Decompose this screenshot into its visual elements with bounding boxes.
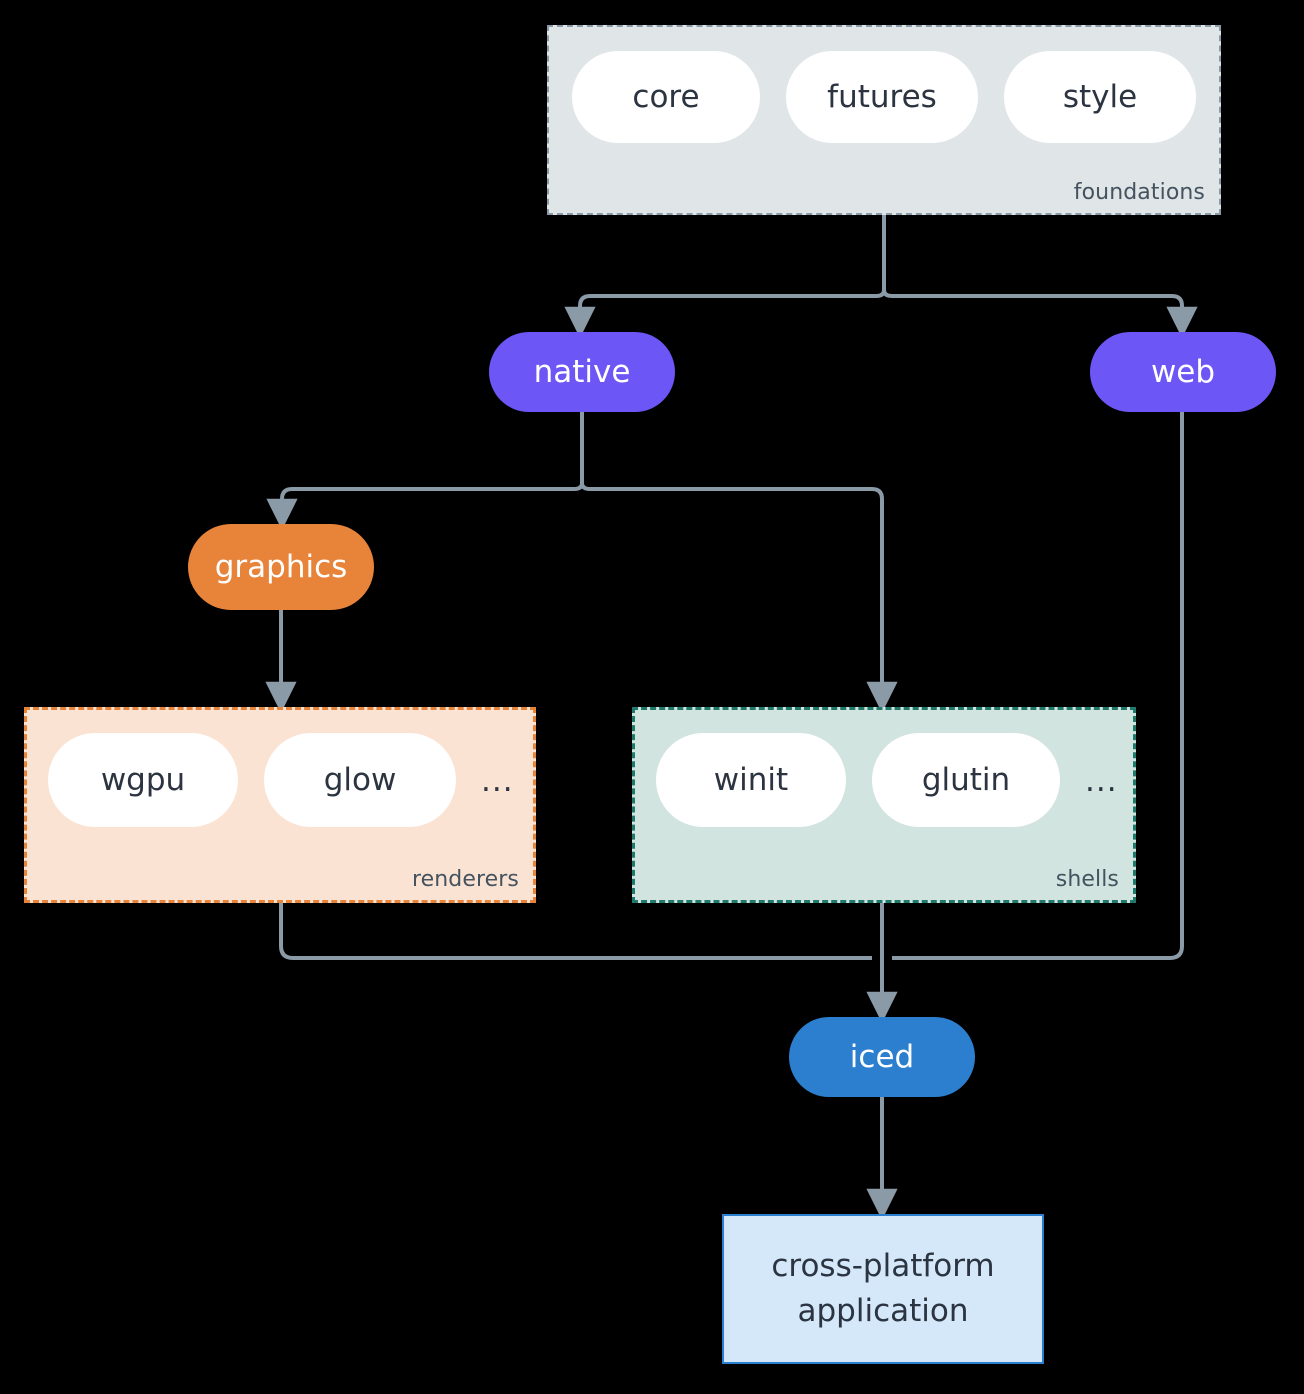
application-label-line2: application (797, 1293, 969, 1329)
pill-wgpu[interactable]: wgpu (48, 733, 238, 827)
pill-style-label: style (1062, 79, 1138, 115)
pill-wgpu-label: wgpu (100, 762, 186, 798)
pill-glutin[interactable]: glutin (872, 733, 1060, 827)
pill-winit-label: winit (713, 762, 789, 798)
node-web-label: web (1150, 354, 1216, 390)
application-label-line1: cross-platform (771, 1248, 995, 1285)
pill-futures[interactable]: futures (786, 51, 978, 143)
group-label-renderers: renderers (411, 867, 519, 892)
pill-futures-label: futures (827, 79, 937, 115)
edge-foundations-web (882, 289, 1198, 339)
pill-winit[interactable]: winit (656, 733, 846, 827)
node-native-label: native (533, 354, 631, 390)
pill-glow[interactable]: glow (264, 733, 456, 827)
shells-overflow-ellipsis: ... (1085, 763, 1118, 799)
edge-native-graphics (266, 482, 584, 531)
group-label-shells: shells (1055, 867, 1119, 892)
node-native[interactable]: native (489, 332, 675, 412)
edge-renderers-iced (279, 903, 872, 960)
node-application[interactable]: cross-platform application (722, 1214, 1044, 1364)
edge-native-shells (580, 482, 898, 714)
pill-glutin-label: glutin (921, 762, 1011, 798)
pill-core[interactable]: core (572, 51, 760, 143)
node-graphics[interactable]: graphics (188, 524, 374, 610)
node-graphics-label: graphics (214, 549, 348, 585)
renderers-overflow-ellipsis: ... (481, 763, 514, 799)
node-web[interactable]: web (1090, 332, 1276, 412)
edge-foundations-native (564, 289, 886, 339)
node-iced[interactable]: iced (789, 1017, 975, 1097)
edge-web-iced (892, 412, 1184, 960)
pill-glow-label: glow (323, 762, 397, 798)
group-label-foundations: foundations (1073, 180, 1205, 205)
pill-style[interactable]: style (1004, 51, 1196, 143)
pill-core-label: core (632, 79, 700, 115)
node-iced-label: iced (849, 1039, 915, 1075)
